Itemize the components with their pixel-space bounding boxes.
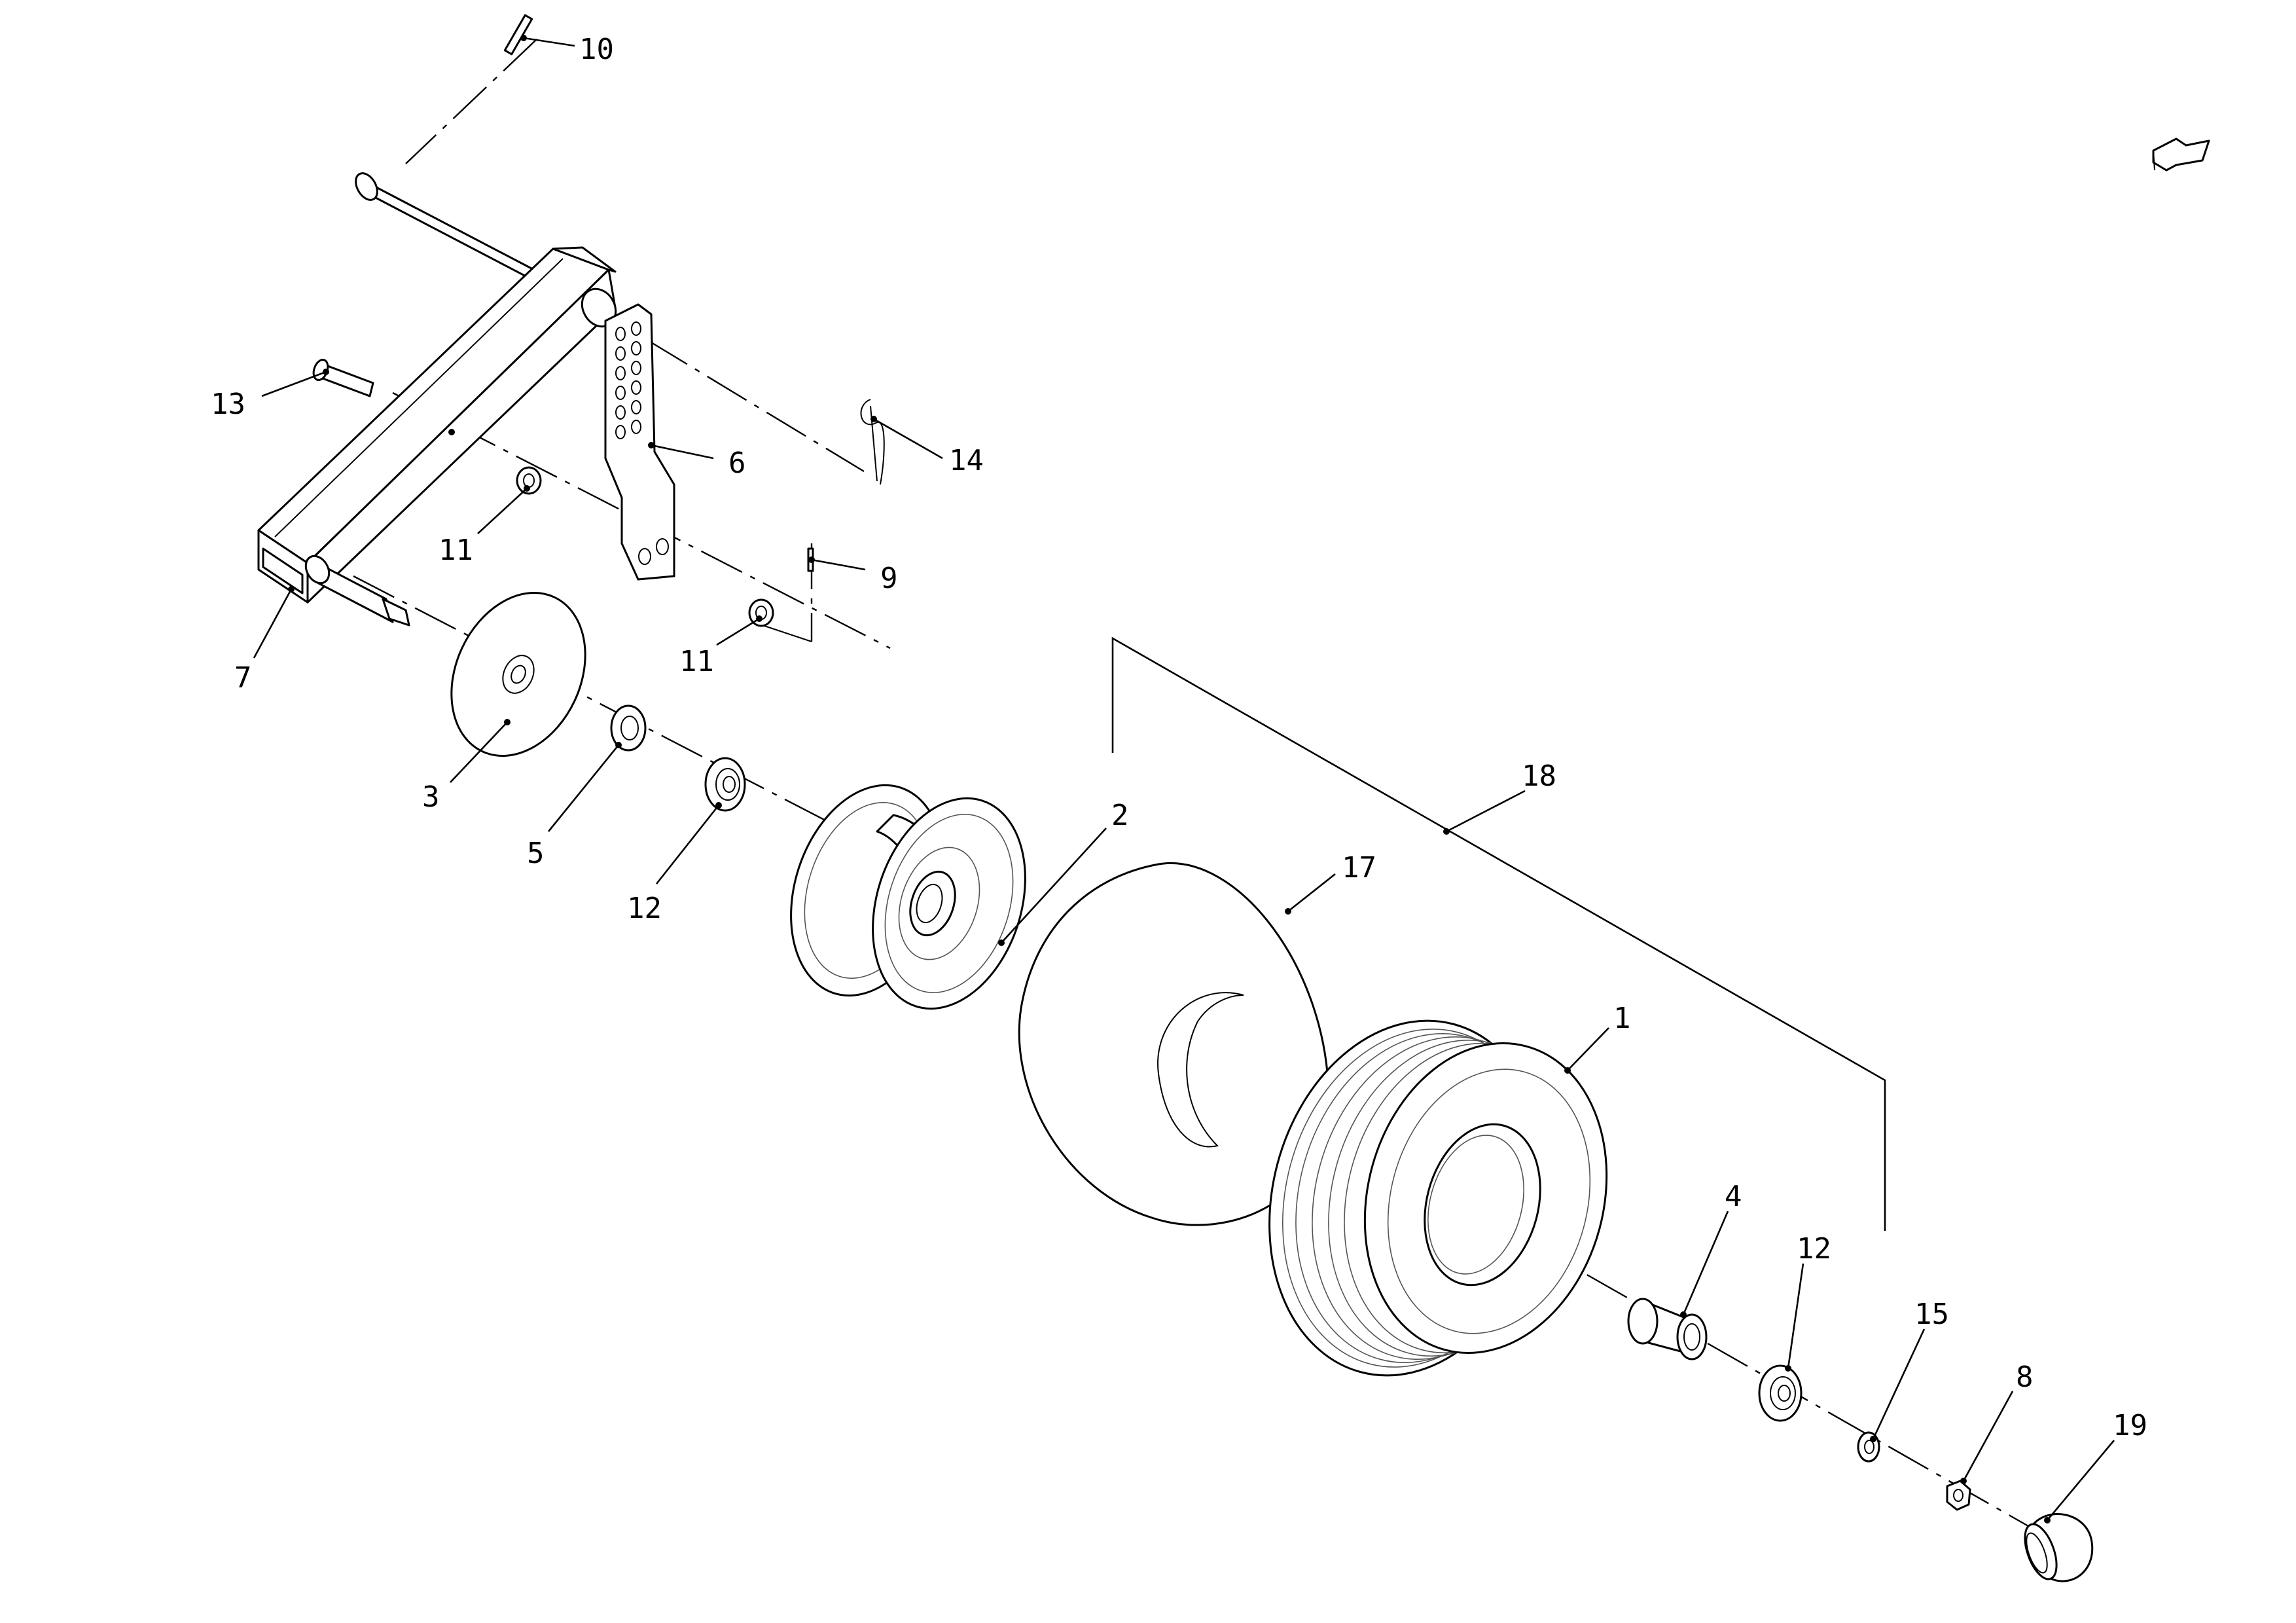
hub-cap bbox=[2024, 1513, 2094, 1582]
callout-17: 17 bbox=[1342, 851, 1376, 884]
callout-19: 19 bbox=[2113, 1409, 2147, 1442]
spacer-washer-upper bbox=[516, 466, 542, 495]
callout-1: 1 bbox=[1613, 1002, 1631, 1035]
lock-nut bbox=[1946, 1480, 1971, 1511]
axle-arm bbox=[257, 172, 617, 627]
callout-13: 13 bbox=[211, 388, 245, 421]
callout-10: 10 bbox=[579, 33, 614, 66]
callout-12-inner: 12 bbox=[627, 892, 662, 925]
callout-9: 9 bbox=[880, 562, 898, 595]
height-adjust-bracket bbox=[604, 303, 675, 581]
flat-washer bbox=[1857, 1431, 1880, 1463]
callout-12-outer: 12 bbox=[1797, 1232, 1831, 1266]
callout-15: 15 bbox=[1914, 1298, 1949, 1331]
thrust-washer bbox=[610, 704, 647, 752]
callout-14: 14 bbox=[949, 444, 984, 477]
callout-4: 4 bbox=[1725, 1180, 1742, 1213]
callout-3: 3 bbox=[422, 780, 440, 814]
callout-18: 18 bbox=[1522, 759, 1556, 793]
leader-lines bbox=[253, 35, 2115, 1523]
wheel-bearing-inner bbox=[704, 757, 746, 812]
orientation-arrow-icon bbox=[2152, 137, 2210, 172]
clevis-pin bbox=[312, 359, 374, 397]
tire bbox=[1268, 1019, 1608, 1377]
disc-washer bbox=[450, 592, 586, 757]
callout-11-lower: 11 bbox=[679, 645, 714, 678]
callout-2: 2 bbox=[1111, 799, 1129, 832]
inner-tube bbox=[1018, 862, 1330, 1226]
center-lines bbox=[353, 39, 2062, 1546]
wheel-rim bbox=[790, 784, 1026, 1010]
spacer-sleeve bbox=[1627, 1298, 1708, 1360]
callout-8: 8 bbox=[2016, 1360, 2034, 1394]
callout-labels: 10 13 6 14 9 11 11 7 3 5 12 2 17 18 1 4 … bbox=[211, 33, 2147, 1442]
callout-11-upper: 11 bbox=[439, 534, 473, 567]
wheel-bearing-outer bbox=[1758, 1364, 1803, 1422]
hair-pin-clip bbox=[860, 399, 885, 485]
spacer-washer-lower bbox=[748, 598, 774, 627]
assembly-bracket-18 bbox=[1111, 636, 1886, 1231]
callout-6: 6 bbox=[728, 447, 746, 480]
callout-5: 5 bbox=[527, 837, 545, 870]
callout-7: 7 bbox=[234, 661, 252, 695]
